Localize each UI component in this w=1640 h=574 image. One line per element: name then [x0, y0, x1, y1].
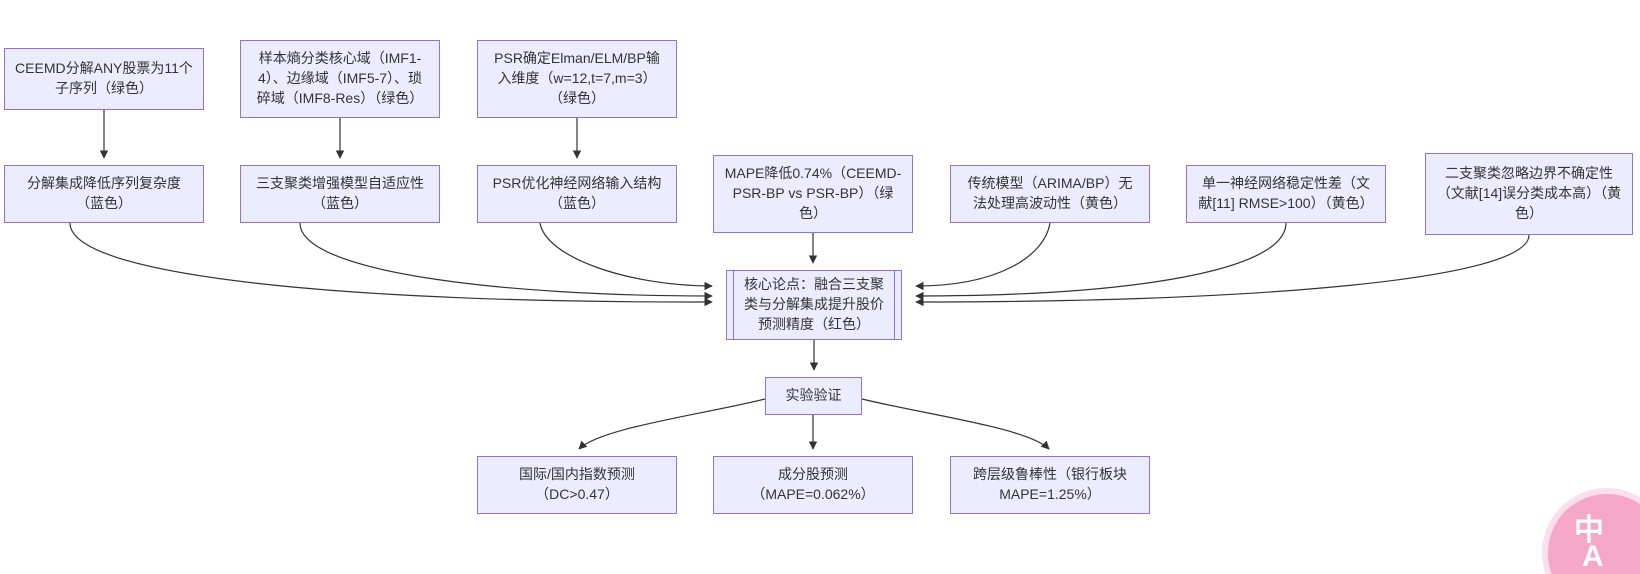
node-label: MAPE降低0.74%（CEEMD-PSR-BP vs PSR-BP）（绿色） — [724, 165, 902, 221]
node-label: PSR优化神经网络输入结构（蓝色） — [492, 175, 662, 211]
node-three-way-clustering-adaptivity: 三支聚类增强模型自适应性（蓝色） — [240, 165, 440, 223]
node-core-thesis: 核心论点：融合三支聚类与分解集成提升股价预测精度（红色） — [726, 270, 902, 340]
node-label: 核心论点：融合三支聚类与分解集成提升股价预测精度（红色） — [744, 276, 884, 332]
node-experiment-validation: 实验验证 — [765, 377, 862, 415]
node-label: 跨层级鲁棒性（银行板块MAPE=1.25%） — [973, 466, 1127, 502]
node-index-prediction: 国际/国内指数预测（DC>0.47） — [477, 456, 677, 514]
node-label: 实验验证 — [785, 387, 842, 404]
edge-b3-core — [539, 222, 713, 291]
node-constituent-stock-prediction: 成分股预测（MAPE=0.062%） — [713, 456, 913, 514]
edge-b1-core — [69, 222, 713, 307]
node-label: PSR确定Elman/ELM/BP输入维度（w=12,t=7,m=3）（绿色） — [494, 50, 660, 106]
node-label: 成分股预测（MAPE=0.062%） — [751, 466, 875, 502]
node-label: 分解集成降低序列复杂度（蓝色） — [27, 175, 181, 211]
node-two-way-clustering-limitation: 二支聚类忽略边界不确定性（文献[14]误分类成本高）（黄色） — [1425, 153, 1633, 235]
node-traditional-model-limitation: 传统模型（ARIMA/BP）无法处理高波动性（黄色） — [950, 165, 1150, 223]
edge-exp-r1 — [578, 398, 766, 450]
node-ceemd-decomposition: CEEMD分解ANY股票为11个子序列（绿色） — [4, 48, 204, 110]
edge-y2-core — [915, 222, 1287, 301]
edge-y3-core — [915, 234, 1530, 307]
node-label: 传统模型（ARIMA/BP）无法处理高波动性（黄色） — [967, 175, 1133, 211]
edge-y1-core — [915, 222, 1051, 291]
translate-widget-button[interactable]: 中 A — [1548, 494, 1640, 574]
node-psr-input-dimension: PSR确定Elman/ELM/BP输入维度（w=12,t=7,m=3）（绿色） — [477, 40, 677, 118]
node-sample-entropy-classification: 样本熵分类核心域（IMF1-4）、边缘域（IMF5-7）、琐碎域（IMF8-Re… — [240, 40, 440, 118]
edge-exp-r3 — [861, 398, 1050, 450]
node-label: 单一神经网络稳定性差（文献[11] RMSE>100）（黄色） — [1198, 175, 1374, 211]
translate-widget-zh-glyph: 中 — [1574, 514, 1605, 547]
node-mape-reduction: MAPE降低0.74%（CEEMD-PSR-BP vs PSR-BP）（绿色） — [713, 155, 913, 233]
node-decomposition-reduces-complexity: 分解集成降低序列复杂度（蓝色） — [4, 165, 204, 223]
edge-b2-core — [299, 222, 713, 301]
node-psr-optimizes-input-structure: PSR优化神经网络输入结构（蓝色） — [477, 165, 677, 223]
node-label: 国际/国内指数预测（DC>0.47） — [519, 466, 635, 502]
node-cross-level-robustness: 跨层级鲁棒性（银行板块MAPE=1.25%） — [950, 456, 1150, 514]
node-label: 三支聚类增强模型自适应性（蓝色） — [256, 175, 424, 211]
node-label: CEEMD分解ANY股票为11个子序列（绿色） — [15, 60, 193, 96]
node-label: 二支聚类忽略边界不确定性（文献[14]误分类成本高）（黄色） — [1436, 165, 1622, 221]
translate-widget-en-glyph: A — [1582, 540, 1605, 573]
node-label: 样本熵分类核心域（IMF1-4）、边缘域（IMF5-7）、琐碎域（IMF8-Re… — [256, 50, 424, 106]
node-single-nn-instability: 单一神经网络稳定性差（文献[11] RMSE>100）（黄色） — [1186, 165, 1386, 223]
